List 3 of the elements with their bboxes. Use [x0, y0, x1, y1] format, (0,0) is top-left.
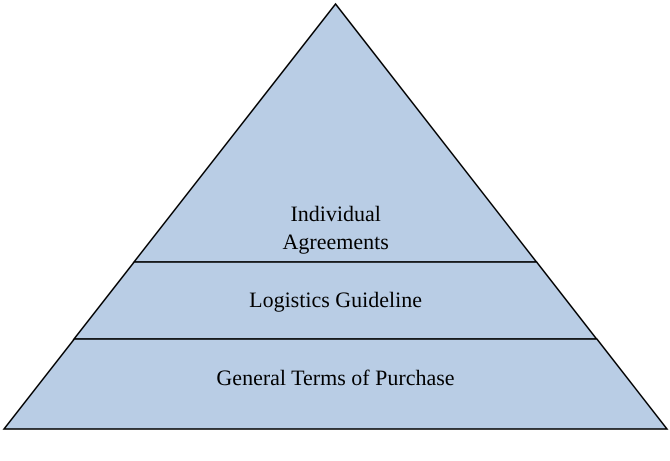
- tier-label: General Terms of Purchase: [215, 364, 456, 392]
- tier-label: Logistics Guideline: [248, 286, 424, 314]
- tier-label: Individual Agreements: [282, 200, 390, 256]
